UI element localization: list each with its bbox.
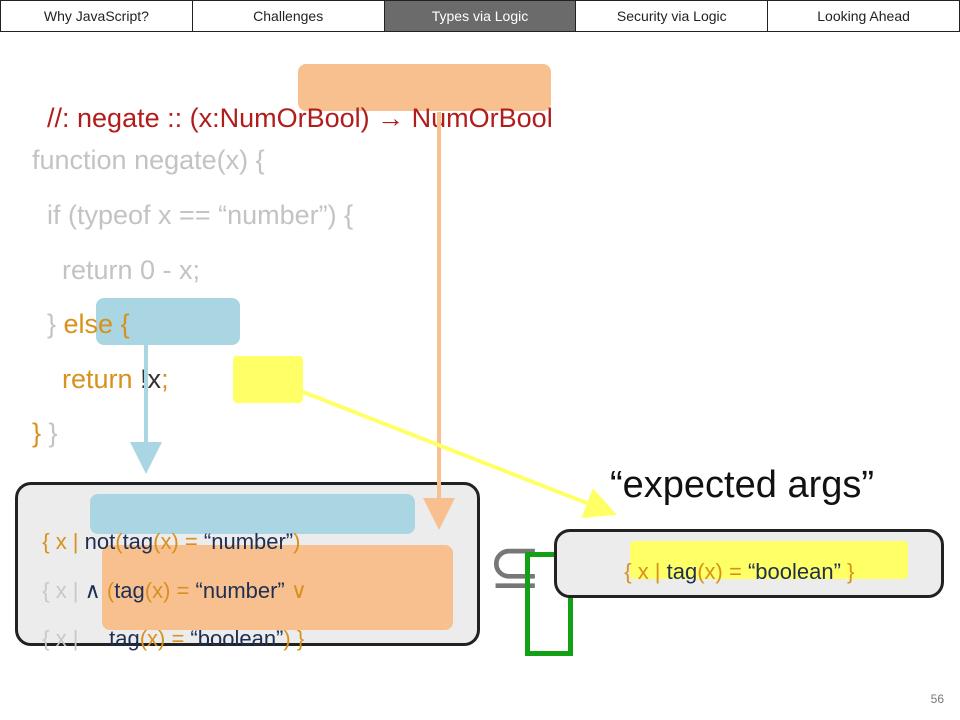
equals-sign: = <box>170 578 196 603</box>
or-operator: ∨ <box>284 578 307 603</box>
refinement-line-not-number: { x | not(tag(x) = “number”) <box>30 503 300 555</box>
code-line-function: function negate(x) { <box>32 145 265 175</box>
refinement-boolean: { x | tag(x) = “boolean” } <box>612 533 854 585</box>
string-boolean: “boolean” <box>190 626 284 651</box>
code-line-else: } else { <box>32 309 130 340</box>
set-open: { x | <box>42 578 85 603</box>
expected-args-label: “expected args” <box>610 464 875 506</box>
highlight-negation-site <box>233 356 303 403</box>
highlight-num-or-bool <box>102 545 453 630</box>
closing-brace-function: } <box>41 418 58 448</box>
highlight-argument-type <box>298 64 551 111</box>
tag-arg: (x) <box>144 578 171 603</box>
highlight-not-number <box>90 494 415 534</box>
highlight-boolean-type <box>630 541 908 579</box>
equals-sign: = <box>722 559 748 584</box>
paren-open: ( <box>115 529 123 554</box>
code-line-closing: } } <box>32 418 58 449</box>
set-open: { x | <box>42 626 85 651</box>
tab-challenges[interactable]: Challenges <box>193 1 385 31</box>
annotation-close: ) <box>360 103 378 133</box>
check-mark-icon <box>525 552 573 656</box>
tag-arg: (x) <box>697 559 723 584</box>
string-boolean: “boolean” <box>747 559 841 584</box>
subset-symbol: ⊆ <box>488 530 542 602</box>
tag-call: tag <box>109 626 140 651</box>
tab-security-via-logic[interactable]: Security via Logic <box>576 1 769 31</box>
section-nav: Why JavaScript? Challenges Types via Log… <box>0 0 960 32</box>
string-number: “number” <box>203 529 294 554</box>
annotation-arg-type: NumOrBool <box>219 103 361 133</box>
annotation-prefix: //: negate :: (x: <box>47 103 220 133</box>
code-line-return-number: return 0 - x; <box>32 255 201 285</box>
tag-call: tag <box>122 529 154 554</box>
else-closing-brace: } <box>32 309 64 339</box>
closing-brace-else: } <box>32 418 42 448</box>
tab-looking-ahead[interactable]: Looking Ahead <box>817 8 910 24</box>
tab-types-via-logic[interactable]: Types via Logic <box>384 1 577 31</box>
tag-arg: (x) <box>153 529 179 554</box>
semicolon: ; <box>161 364 169 394</box>
return-keyword: return <box>32 364 141 394</box>
tag-arg: (x) <box>139 626 166 651</box>
set-open: { x | <box>42 529 85 554</box>
type-annotation: //: negate :: (x:NumOrBool) → NumOrBool <box>32 72 553 134</box>
page-number: 56 <box>930 692 944 706</box>
else-keyword: else { <box>63 309 130 339</box>
paren-open: ( <box>106 578 115 603</box>
arrow-glyph: → <box>377 103 405 133</box>
set-open: { x | <box>624 559 667 584</box>
paren-close: ) <box>293 529 301 554</box>
and-operator: ∧ <box>84 578 107 603</box>
equals-sign: = <box>178 529 204 554</box>
tag-call: tag <box>114 578 145 603</box>
tag-call: tag <box>666 559 698 584</box>
equals-sign: = <box>165 626 191 651</box>
tab-why-javascript[interactable]: Why JavaScript? <box>1 1 193 31</box>
string-number: “number” <box>195 578 285 603</box>
annotation-return-type: NumOrBool <box>404 103 553 133</box>
set-close: } <box>840 559 855 584</box>
refinement-line-number-or: { x | ∧ (tag(x) = “number” ∨ <box>30 552 307 604</box>
not-keyword: not <box>84 529 116 554</box>
refinement-line-boolean: { x | tag(x) = “boolean”) } <box>30 600 304 652</box>
arrow-negation-to-expected <box>302 390 617 519</box>
highlight-else-branch <box>96 298 240 345</box>
set-close: ) } <box>283 626 305 651</box>
code-line-if: if (typeof x == “number”) { <box>32 200 354 230</box>
